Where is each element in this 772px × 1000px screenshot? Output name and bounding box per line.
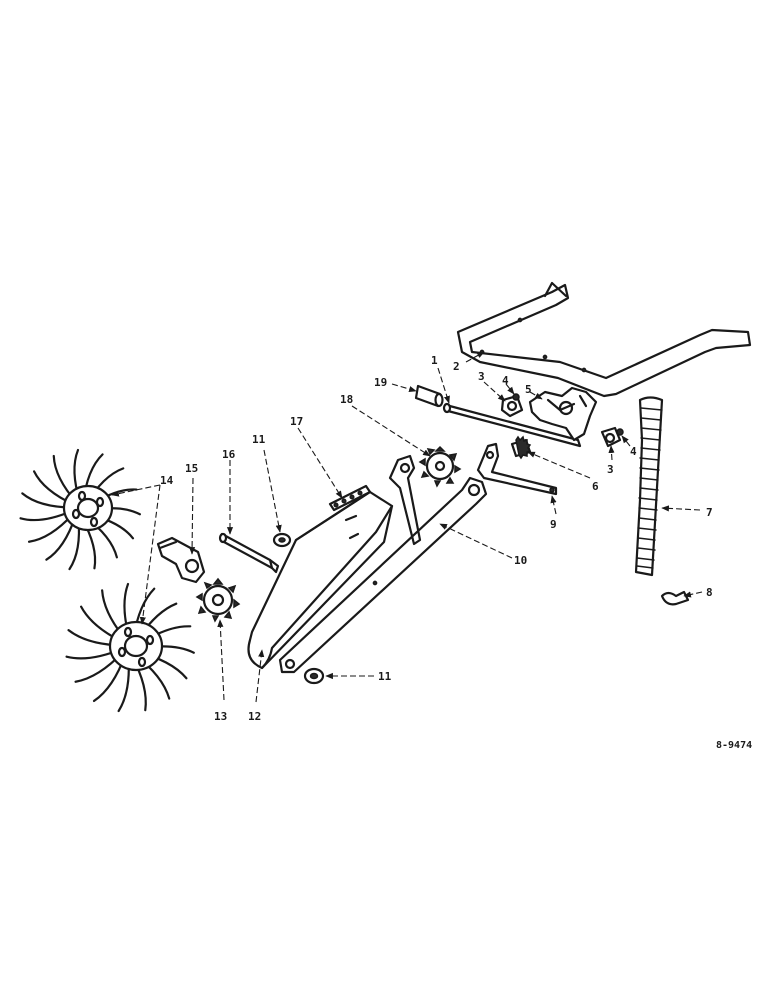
drive-chain (328, 484, 372, 512)
callout-4-left: 4 (502, 374, 509, 387)
callout-12: 12 (248, 710, 261, 723)
callout-11-lower: 11 (378, 670, 392, 683)
hose-clip (660, 590, 690, 606)
wheel-hub (156, 536, 206, 584)
axle-shaft (218, 532, 280, 574)
flexible-hose (634, 396, 664, 577)
callout-10: 10 (514, 554, 527, 567)
sprocket-lower (195, 577, 241, 623)
sleeve (414, 384, 444, 408)
callout-15: 15 (185, 462, 198, 475)
bearing-right (600, 426, 622, 448)
callout-6: 6 (592, 480, 599, 493)
pinion-gear (510, 435, 532, 460)
callout-3-right: 3 (607, 463, 614, 476)
nut-left (512, 393, 520, 401)
callout-19: 19 (374, 376, 387, 389)
callout-16: 16 (222, 448, 236, 461)
callout-7: 7 (706, 506, 713, 519)
callout-5: 5 (525, 383, 532, 396)
callout-1: 1 (431, 354, 438, 367)
washer-upper (272, 532, 292, 548)
leader-lines (111, 351, 703, 703)
callout-labels: 1 2 3 3 4 4 5 6 7 8 9 10 11 11 12 13 14 … (160, 354, 713, 723)
drive-arm (278, 454, 488, 674)
callout-18: 18 (340, 393, 353, 406)
callout-9: 9 (550, 518, 557, 531)
callout-14: 14 (160, 474, 174, 487)
callout-11-upper: 11 (252, 433, 266, 446)
bearing-left (500, 394, 524, 418)
angle-bracket (476, 442, 558, 496)
chain-case (247, 490, 394, 670)
main-shaft (442, 402, 582, 448)
tine-wheel-upper (19, 448, 141, 571)
callout-2: 2 (453, 360, 460, 373)
tine-wheel-lower (65, 582, 195, 713)
drawing-reference-number: 8-9474 (716, 740, 752, 751)
callout-13: 13 (214, 710, 227, 723)
washer-lower (303, 667, 325, 685)
callout-17: 17 (290, 415, 303, 428)
callout-3-left: 3 (478, 370, 485, 383)
callout-4-right: 4 (630, 445, 637, 458)
gear-housing (528, 386, 598, 442)
callout-8: 8 (706, 586, 713, 599)
nut-right (616, 428, 624, 436)
sprocket-upper (418, 445, 462, 488)
